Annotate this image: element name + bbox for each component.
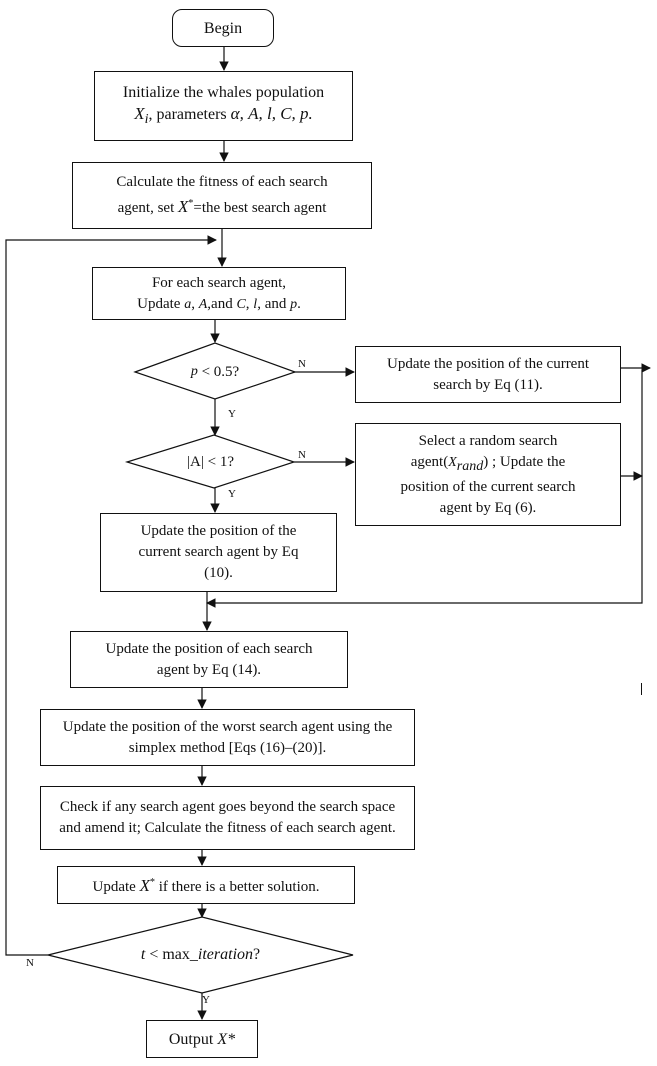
update-best-box: Update X* if there is a better solution. [57, 866, 355, 904]
update-best-post: if there is a better solution. [158, 879, 320, 895]
label-p-no: N [298, 358, 306, 370]
sep-2: , [245, 295, 250, 312]
decision-iteration-text: t < max_iteration? [48, 942, 353, 968]
output-x: X* [217, 1030, 236, 1048]
t-symbol: t [140, 946, 146, 963]
xstar-best-symbol: X [139, 876, 150, 895]
decision-a-text: |A| < 1? [127, 450, 294, 474]
decision-iteration-shape [47, 916, 354, 994]
xrand-symbol: X [448, 454, 457, 470]
update-eq11-box: Update the position of the current searc… [355, 346, 621, 403]
end-dot: . [297, 295, 301, 312]
label-iteration-yes: Y [202, 994, 210, 1006]
xstar-symbol: X [178, 197, 189, 216]
random-line3: position of the current search [400, 478, 576, 495]
update-eq14-line2: agent by Eq (14). [156, 661, 262, 678]
check-bounds-box: Check if any search agent goes beyond th… [40, 786, 415, 850]
question-mark: ? [253, 946, 261, 963]
decision-p-shape [133, 342, 297, 400]
update-eq14-box: Update the position of each search agent… [70, 631, 348, 688]
decision-a-label: |A| < 1? [187, 453, 234, 470]
update-eq10-line3: (10). [204, 565, 233, 581]
simplex-line2: simplex method [Eqs (16)–(20)]. [128, 739, 327, 756]
stray-mark [641, 683, 642, 695]
fitness-line2-post: =the best search agent [193, 200, 327, 216]
update-eq10-box: Update the position of the current searc… [100, 513, 337, 592]
random-line4: agent by Eq (6). [439, 499, 537, 516]
decision-a-shape [124, 434, 296, 489]
label-a-yes: Y [228, 488, 236, 500]
for-each-box: For each search agent, Update a, A,and C… [92, 267, 346, 320]
sep-1: , [191, 295, 195, 312]
and-p-word: , and [257, 295, 287, 312]
check-line2: and amend it; Calculate the fitness of e… [59, 820, 396, 836]
decision-p-text: p < 0.5? [135, 360, 295, 384]
c-symbol: C [236, 296, 246, 312]
fitness-line1: Calculate the fitness of each search [116, 174, 328, 190]
output-pre: Output [168, 1030, 214, 1048]
for-each-line2: Update a, A,and C, l, and p. [137, 294, 301, 315]
begin-terminal: Begin [172, 9, 274, 47]
decision-p-symbol: p [190, 364, 198, 379]
update-eq11-line2: search by Eq (11). [433, 376, 543, 393]
initialize-line1: Initialize the whales population [122, 83, 325, 101]
iteration-word: iteration [197, 946, 254, 963]
update-eq11-line1: Update the position of the current [386, 355, 590, 372]
cap-a-symbol: A [198, 296, 208, 312]
alpha-symbol: α [230, 103, 240, 123]
label-p-yes: Y [228, 408, 236, 420]
and-c-word: ,and [207, 295, 233, 312]
random-post: ) ; Update the [483, 453, 566, 470]
label-a-no: N [298, 449, 306, 461]
xrand-subscript: rand [456, 458, 484, 474]
params-rest: , A, l, C, p. [239, 103, 313, 123]
update-best-line: Update X* if there is a better solution. [92, 872, 319, 898]
random-pre: agent( [410, 453, 449, 470]
initialize-box: Initialize the whales population Xi, par… [94, 71, 353, 141]
begin-label: Begin [203, 19, 243, 37]
x-symbol: X [134, 103, 145, 123]
decision-p-rest: < 0.5? [201, 363, 240, 380]
l-symbol: l [253, 296, 258, 312]
output-line: Output X* [169, 1029, 235, 1050]
fitness-line2: agent, set X*=the best search agent [118, 193, 327, 219]
initialize-line2: Xi, parameters α, A, l, C, p. [134, 103, 313, 130]
loop-back-line [5, 235, 217, 956]
random-line2: agent(Xrand) ; Update the [411, 452, 566, 477]
random-line1: Select a random search [418, 432, 558, 449]
update-eq10-line2: current search agent by Eq [138, 544, 299, 560]
a-symbol: a [184, 296, 192, 312]
return-line-right [206, 370, 643, 608]
simplex-line1: Update the position of the worst search … [62, 718, 393, 735]
update-eq14-line1: Update the position of each search [105, 640, 313, 657]
random-agent-box: Select a random search agent(Xrand) ; Up… [355, 423, 621, 526]
max-prefix: < max_ [149, 946, 198, 963]
x-subscript: i [144, 112, 149, 128]
fitness-box: Calculate the fitness of each search age… [72, 162, 372, 229]
xstar-best-superscript: * [149, 877, 155, 888]
update-eq10-line1: Update the position of the [140, 523, 297, 539]
xstar-superscript: * [188, 198, 194, 209]
p-symbol: p [290, 296, 298, 312]
output-box: Output X* [146, 1020, 258, 1058]
update-best-pre: Update [92, 879, 136, 895]
simplex-box: Update the position of the worst search … [40, 709, 415, 766]
for-each-line1: For each search agent, [151, 274, 287, 291]
fitness-line2-pre: agent, set [117, 200, 175, 216]
params-label: , parameters [148, 105, 227, 123]
label-iteration-no: N [26, 957, 34, 969]
update-word: Update [137, 295, 181, 312]
check-line1: Check if any search agent goes beyond th… [59, 799, 396, 815]
